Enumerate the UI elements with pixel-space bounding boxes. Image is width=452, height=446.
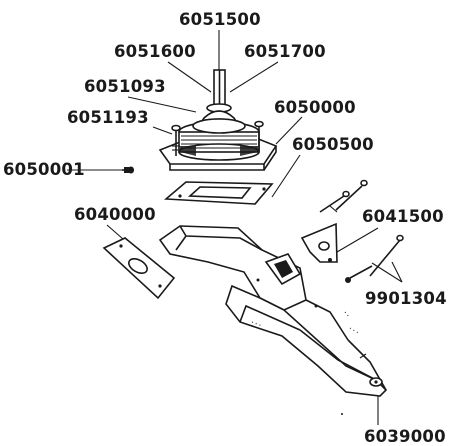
mount-assembly [158,118,278,171]
bolt-6051193 [171,124,181,156]
label-6050500: 6050500 [292,135,374,154]
screw-6050001 [122,166,134,174]
bolts-upper-right [319,179,368,213]
bolts-9901304 [345,234,404,283]
label-6041500: 6041500 [362,207,444,226]
label-6050001: 6050001 [3,160,85,179]
bracket-6041500 [300,222,338,263]
label-6051500: 6051500 [179,10,261,29]
label-6051700: 6051700 [244,42,326,61]
label-6051093: 6051093 [84,77,166,96]
label-6051600: 6051600 [114,42,196,61]
label-6040000: 6040000 [74,205,156,224]
label-6051193: 6051193 [67,108,149,127]
frame-6039000 [158,225,388,397]
label-6039000: 6039000 [364,427,446,446]
label-6050000: 6050000 [274,98,356,117]
label-9901304: 9901304 [365,289,447,308]
bolt-right [254,120,264,152]
gasket-6050500 [163,181,274,205]
plate-6040000 [102,237,176,300]
stray-mark [341,413,343,415]
